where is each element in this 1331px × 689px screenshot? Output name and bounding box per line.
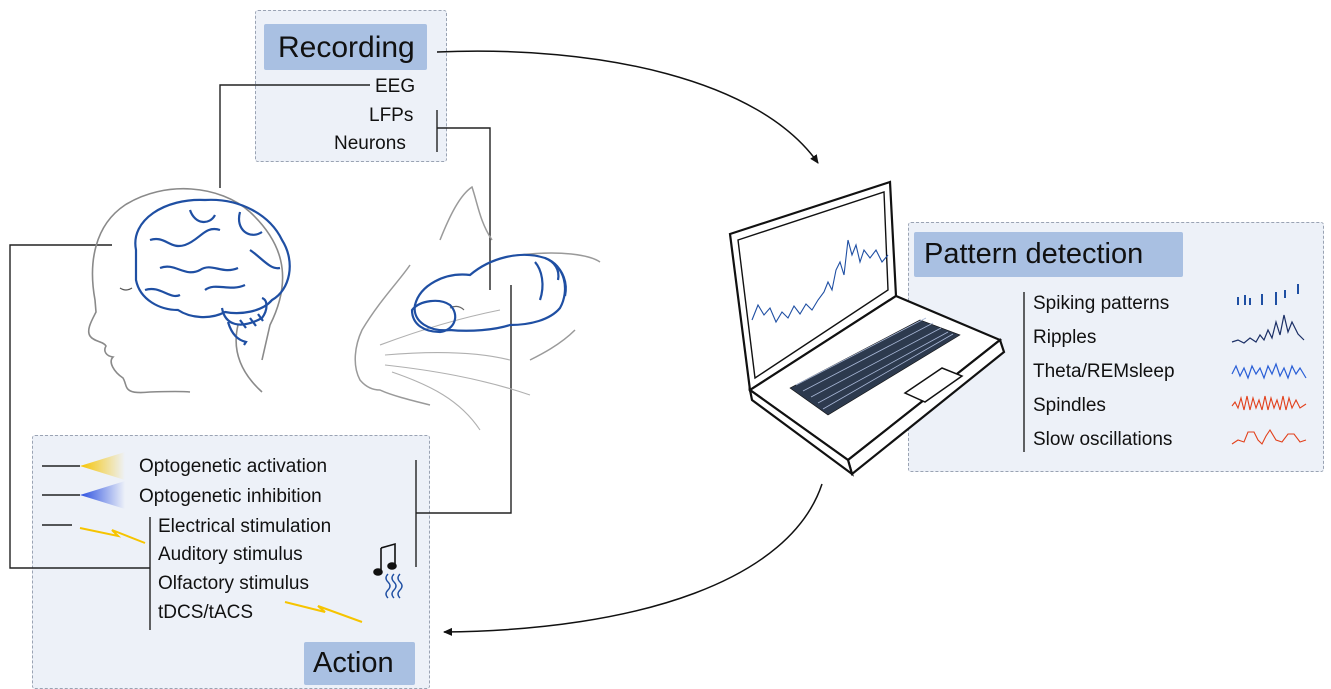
opto-inhibition-cone [80, 481, 125, 509]
pattern-item-theta: Theta/REMsleep [1033, 361, 1175, 382]
tdcs-bolt-icon [284, 601, 363, 623]
human-brain [134, 198, 291, 346]
action-item-electrical: Electrical stimulation [158, 516, 332, 537]
action-item-tdcs: tDCS/tACS [158, 602, 254, 623]
music-note-icon [373, 542, 397, 576]
recording-title-text: Recording [278, 31, 415, 64]
rat-whiskers [379, 309, 531, 431]
action-title-text: Action [313, 647, 394, 679]
spindles-icon [1231, 395, 1307, 411]
action-title: Action [304, 642, 415, 685]
olfactory-icon [385, 573, 403, 599]
spiking-pattern-icon [1237, 284, 1299, 305]
theta-icon [1231, 362, 1307, 380]
recording-title: Recording [264, 24, 427, 70]
action-item-auditory: Auditory stimulus [158, 544, 303, 565]
ripples-icon [1231, 314, 1305, 344]
electrical-bolt-icon [79, 527, 146, 544]
recording-item-lfps: LFPs [369, 105, 414, 126]
human-neck-back [235, 324, 263, 393]
laptop [728, 180, 1006, 477]
laptop-keyboard [789, 319, 961, 416]
recording-item-neurons: Neurons [334, 133, 406, 154]
arrow-recording-to-laptop [436, 50, 819, 164]
laptop-screen-signal [751, 239, 889, 324]
connector-human-action [9, 244, 150, 569]
connector-eeg-human [219, 84, 370, 188]
recording-item-eeg: EEG [375, 76, 416, 97]
pattern-item-spiking: Spiking patterns [1033, 293, 1170, 314]
slow-oscillation-icon [1231, 428, 1307, 445]
action-item-opto-inhibition: Optogenetic inhibition [139, 486, 322, 507]
action-item-opto-activation: Optogenetic activation [139, 456, 328, 477]
connector-rat-action [416, 285, 512, 514]
laptop-trackpad [903, 367, 964, 403]
pattern-item-spindles: Spindles [1033, 395, 1106, 416]
laptop-keyboard-grid [795, 317, 954, 410]
human-eye [119, 287, 133, 291]
pattern-detection-title: Pattern detection [914, 232, 1183, 277]
human-head-back [249, 211, 284, 361]
pattern-item-slow-osc: Slow oscillations [1033, 429, 1173, 450]
arrow-laptop-to-action [443, 483, 823, 636]
pattern-item-ripples: Ripples [1033, 327, 1097, 348]
rat-head-outline-2 [354, 264, 431, 406]
rat-head-outline [439, 185, 493, 241]
pattern-detection-title-text: Pattern detection [924, 238, 1144, 270]
opto-activation-cone [80, 452, 125, 480]
human-head-outline [87, 187, 251, 394]
rat-neck [519, 252, 601, 361]
rat-brain [410, 253, 567, 334]
action-item-olfactory: Olfactory stimulus [158, 573, 309, 594]
